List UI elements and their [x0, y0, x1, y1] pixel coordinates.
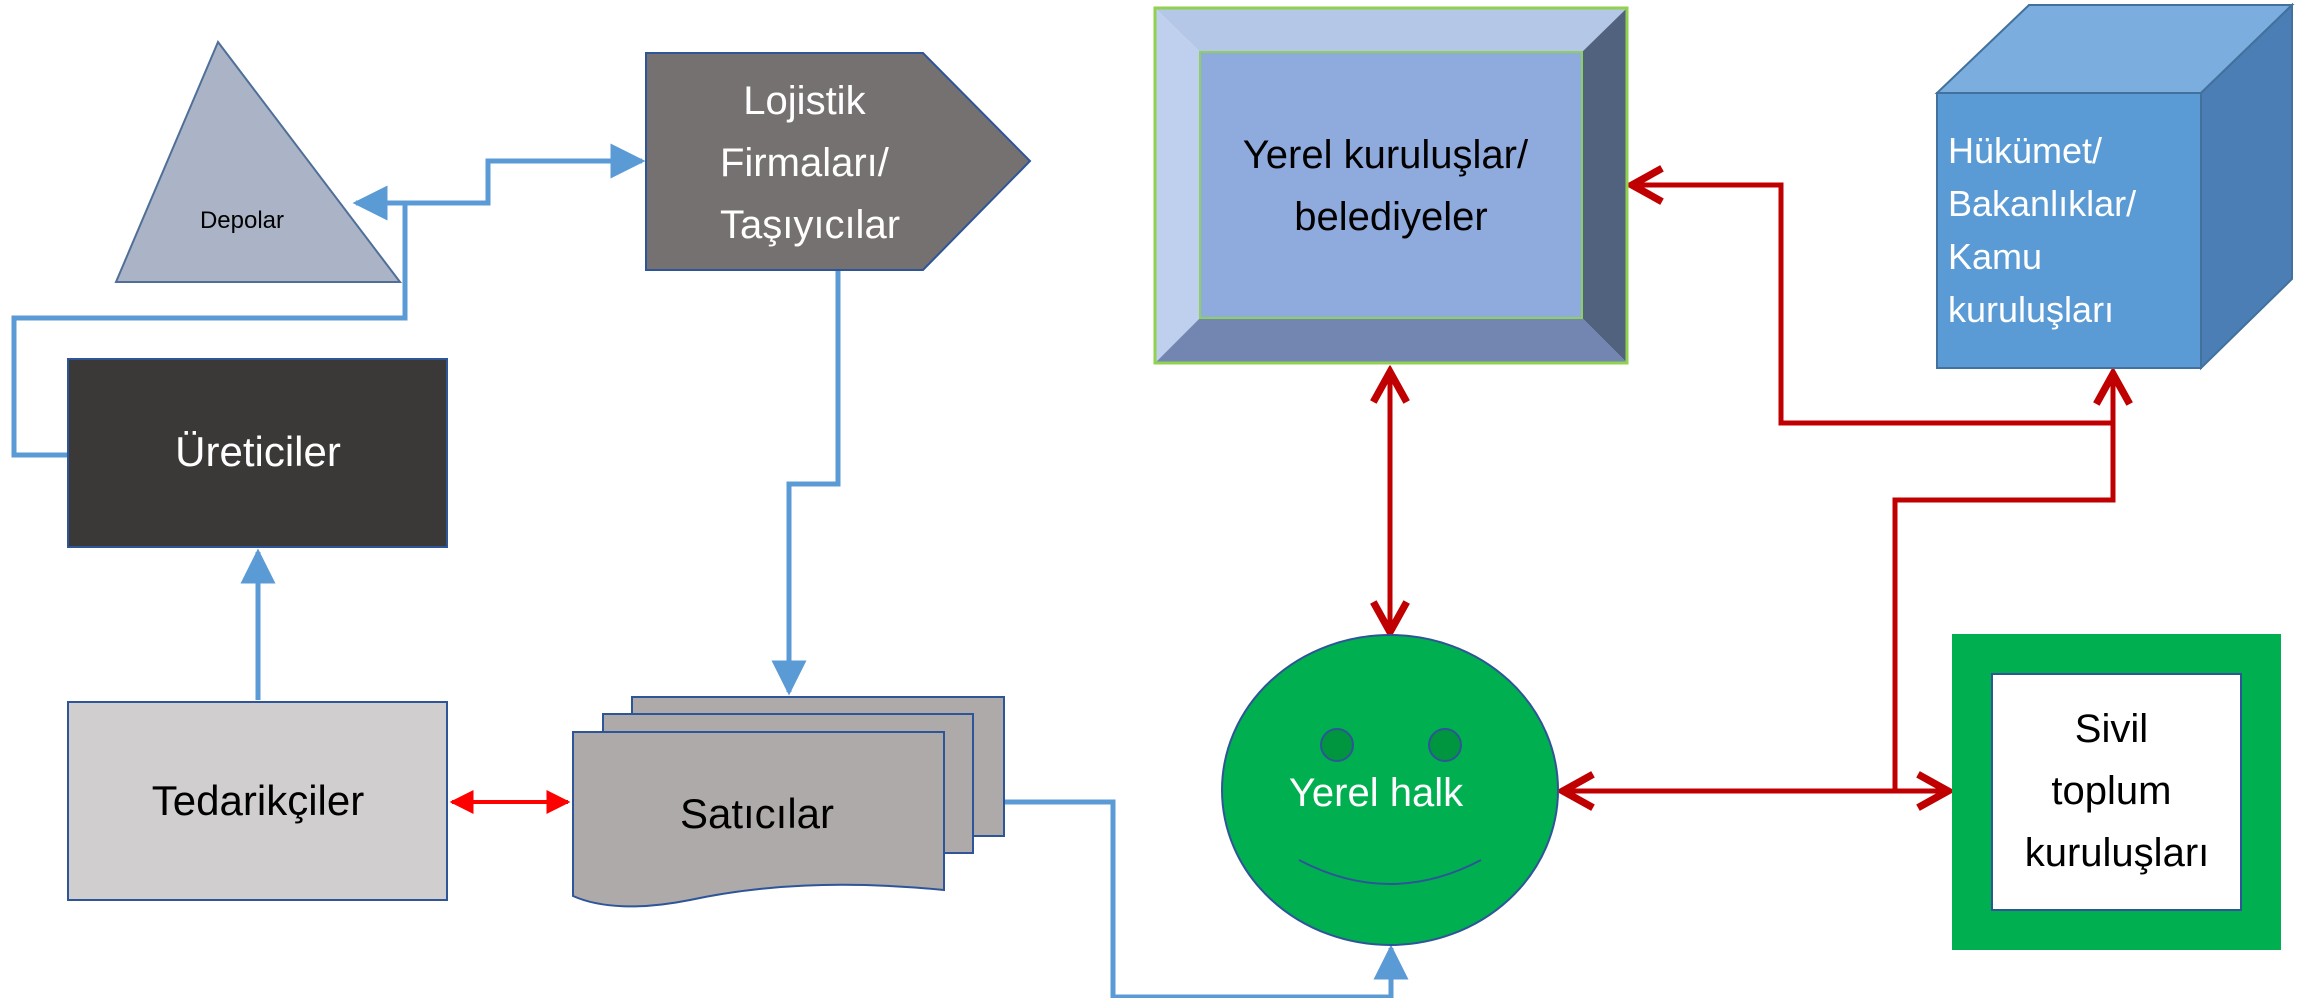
yerel-kuruluslar-node: Yerel kuruluşlar/ belediyeler [1153, 6, 1629, 365]
smile-icon [1298, 859, 1482, 885]
lojistik-line-3: Taşıyıcılar [720, 203, 900, 247]
sivil-toplum-node: Sivil toplum kuruluşları [1952, 634, 2281, 950]
sivil-line-3: kuruluşları [2025, 831, 2210, 875]
connector-ureticiler-depolar [11, 185, 408, 458]
left-eye-icon [1320, 728, 1354, 762]
blue-connectors [11, 143, 1409, 998]
hukumet-line-3: Kamu [1948, 236, 2042, 277]
sivil-toplum-label: Sivil toplum kuruluşları [2025, 707, 2210, 875]
lojistik-node: Lojistik Firmaları/ Taşıyıcılar [645, 52, 1032, 271]
connector-depolar-lojistik [405, 143, 646, 206]
hukumet-node: Hükümet/ Bakanlıklar/ Kamu kuruluşları [1934, 2, 2295, 371]
lojistik-label: Lojistik Firmaları/ Taşıyıcılar [720, 79, 900, 247]
yerel-halk-node: Yerel halk [1221, 634, 1559, 946]
lojistik-line-2: Firmaları/ [720, 141, 890, 185]
saticilar-node: Satıcılar [572, 696, 1005, 908]
depolar-label: Depolar [200, 207, 284, 234]
right-eye-icon [1428, 728, 1462, 762]
hukumet-label: Hükümet/ Bakanlıklar/ Kamu kuruluşları [1948, 130, 2146, 330]
connector-halk-hukumet [1892, 374, 2113, 791]
red-connectors [1390, 185, 2113, 791]
hukumet-line-2: Bakanlıklar/ [1948, 183, 2136, 224]
saticilar-label: Satıcılar [680, 790, 834, 837]
hukumet-line-1: Hükümet/ [1948, 130, 2102, 171]
sivil-line-1: Sivil [2075, 707, 2148, 751]
yerel-line-1: Yerel kuruluşlar/ [1243, 133, 1529, 177]
connector-saticilar-halk [1004, 799, 1409, 998]
connector-hukumet-yerel [1632, 185, 2113, 426]
connector-lojistik-saticilar [771, 270, 841, 696]
tedarikciler-node: Tedarikçiler [67, 701, 448, 901]
yerel-halk-label: Yerel halk [1289, 771, 1464, 815]
sivil-line-2: toplum [2051, 769, 2171, 813]
hukumet-line-4: kuruluşları [1948, 289, 2114, 330]
lojistik-line-1: Lojistik [743, 79, 866, 123]
ureticiler-node: Üreticiler [67, 358, 448, 548]
ureticiler-label: Üreticiler [175, 428, 341, 475]
yerel-line-2: belediyeler [1294, 195, 1487, 239]
tedarikciler-label: Tedarikçiler [152, 777, 364, 824]
yerel-kuruluslar-label: Yerel kuruluşlar/ belediyeler [1243, 133, 1539, 239]
depolar-node: Depolar [114, 40, 403, 283]
